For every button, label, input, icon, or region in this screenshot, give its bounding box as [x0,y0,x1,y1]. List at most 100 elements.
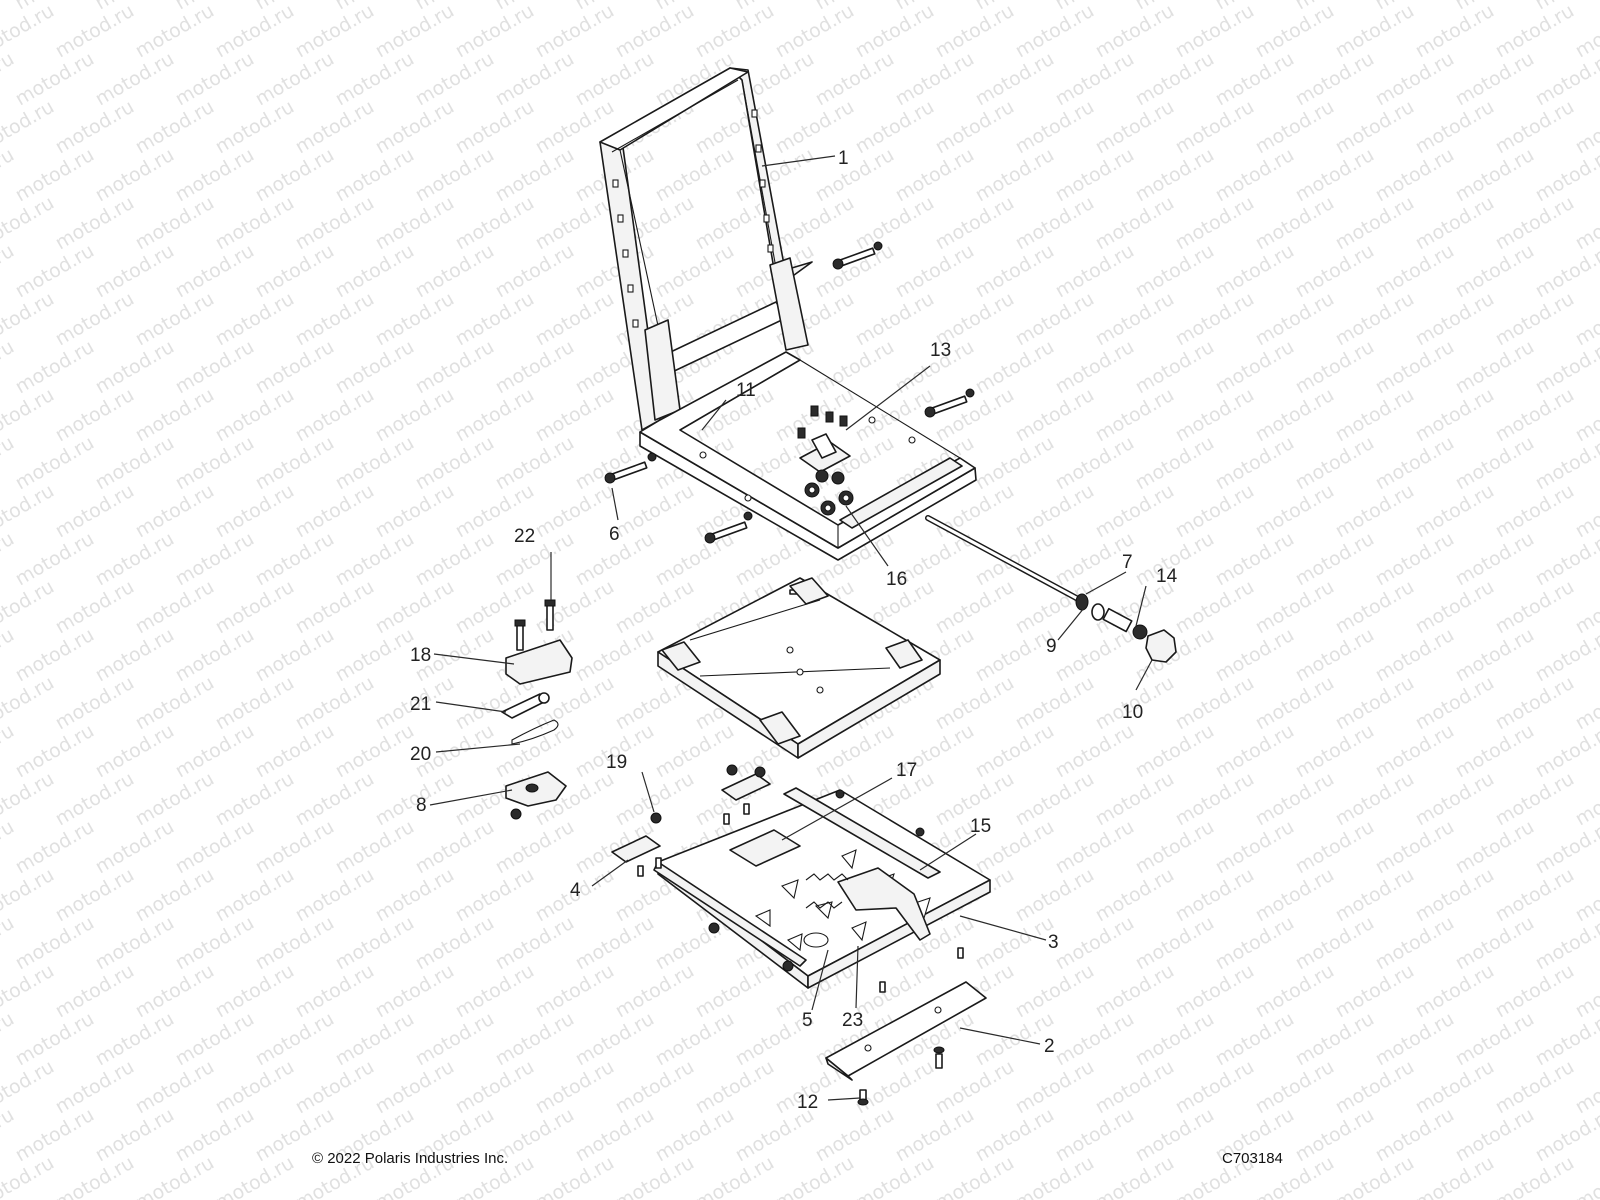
watermark-text: motod.ru [412,144,498,207]
watermark-text: motod.ru [132,864,218,927]
watermark-text: motod.ru [212,384,298,447]
watermark-text: motod.ru [132,576,218,639]
watermark-text: motod.ru [1332,864,1418,927]
watermark-text: motod.ru [412,816,498,879]
watermark-text: motod.ru [172,816,258,879]
watermark-text: motod.ru [1292,240,1378,303]
watermark-text: motod.ru [92,240,178,303]
watermark-text: motod.ru [172,912,258,975]
watermark-text: motod.ru [1012,768,1098,831]
watermark-text: motod.ru [1252,0,1338,62]
watermark-text: motod.ru [212,864,298,927]
watermark-text: motod.ru [612,1056,698,1119]
watermark-text: motod.ru [132,384,218,447]
callout-21: 21 [410,694,431,715]
watermark-text: motod.ru [532,192,618,255]
watermark-text: motod.ru [212,96,298,159]
watermark-text: motod.ru [452,960,538,1023]
watermark-text: motod.ru [892,240,978,303]
bolt-set-6 [604,241,975,544]
watermark-text: motod.ru [372,1056,458,1119]
watermark-text: motod.ru [292,672,378,735]
watermark-text: motod.ru [412,48,498,111]
watermark-text: motod.ru [1332,192,1418,255]
watermark-text: motod.ru [532,384,618,447]
watermark-text: motod.ru [332,144,418,207]
watermark-text: motod.ru [932,0,1018,62]
watermark-text: motod.ru [572,912,658,975]
watermark-text: motod.ru [932,576,1018,639]
watermark-text: motod.ru [1292,624,1378,687]
watermark-text: motod.ru [292,480,378,543]
watermark-text: motod.ru [1292,912,1378,975]
watermark-text: motod.ru [332,240,418,303]
watermark-text: motod.ru [1572,288,1600,351]
watermark-text: motod.ru [452,1056,538,1119]
watermark-text: motod.ru [132,192,218,255]
watermark-text: motod.ru [132,96,218,159]
watermark-text: motod.ru [1332,1056,1418,1119]
watermark-text: motod.ru [452,192,538,255]
watermark-text: motod.ru [252,240,338,303]
watermark-text: motod.ru [372,864,458,927]
watermark-text: motod.ru [1452,912,1538,975]
watermark-text: motod.ru [1492,1056,1578,1119]
watermark-text: motod.ru [252,336,338,399]
watermark-text: motod.ru [332,624,418,687]
watermark-text: motod.ru [1052,48,1138,111]
watermark-text: motod.ru [1332,480,1418,543]
watermark-text: motod.ru [52,672,138,735]
callout-22: 22 [514,526,535,547]
watermark-text: motod.ru [572,1008,658,1071]
watermark-text: motod.ru [1292,48,1378,111]
watermark-text: motod.ru [652,528,738,591]
watermark-text: motod.ru [12,432,98,495]
watermark-text: motod.ru [12,240,98,303]
watermark-text: motod.ru [612,0,698,62]
watermark-text: motod.ru [1332,672,1418,735]
watermark-text: motod.ru [292,0,378,62]
watermark-text: motod.ru [1332,576,1418,639]
watermark-text: motod.ru [0,912,18,975]
watermark-text: motod.ru [52,480,138,543]
watermark-text: motod.ru [212,672,298,735]
watermark-text: motod.ru [492,720,578,783]
watermark-text: motod.ru [1452,816,1538,879]
watermark-text: motod.ru [812,48,898,111]
watermark-text: motod.ru [532,1056,618,1119]
watermark-text: motod.ru [1492,480,1578,543]
callout-20: 20 [410,744,431,765]
watermark-text: motod.ru [1372,240,1458,303]
watermark-text: motod.ru [692,1152,778,1200]
watermark-text: motod.ru [1012,672,1098,735]
watermark-text: motod.ru [1092,1056,1178,1119]
watermark-text: motod.ru [1412,192,1498,255]
watermark-text: motod.ru [252,624,338,687]
watermark-text: motod.ru [1212,720,1298,783]
watermark-text: motod.ru [1172,1056,1258,1119]
watermark-text: motod.ru [1332,1152,1418,1200]
watermark-text: motod.ru [612,576,698,639]
watermark-text: motod.ru [1452,48,1538,111]
watermark-text: motod.ru [1492,192,1578,255]
watermark-text: motod.ru [212,1056,298,1119]
watermark-text: motod.ru [1212,912,1298,975]
watermark-text: motod.ru [372,96,458,159]
watermark-text: motod.ru [292,192,378,255]
watermark-text: motod.ru [492,240,578,303]
watermark-text: motod.ru [812,240,898,303]
watermark-text: motod.ru [1212,144,1298,207]
watermark-text: motod.ru [292,1056,378,1119]
watermark-text: motod.ru [1292,432,1378,495]
leader-lines [429,155,1153,1101]
watermark-text: motod.ru [732,1104,818,1167]
watermark-text: motod.ru [1052,240,1138,303]
watermark-text: motod.ru [12,720,98,783]
watermark-text: motod.ru [0,144,18,207]
callout-16: 16 [886,569,907,590]
watermark-text: motod.ru [1372,144,1458,207]
watermark-text: motod.ru [52,192,138,255]
watermark-text: motod.ru [1092,960,1178,1023]
seat-pan [653,787,991,989]
watermark-text: motod.ru [1572,768,1600,831]
